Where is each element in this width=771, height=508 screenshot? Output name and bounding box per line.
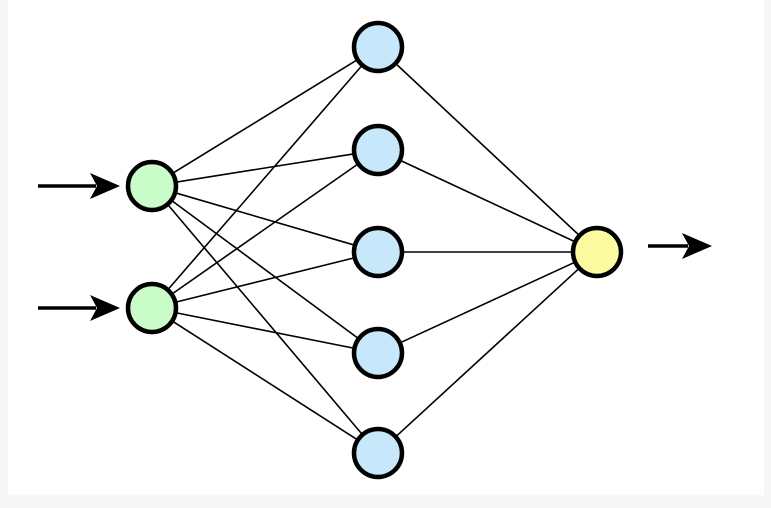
edge-i1-to-h4: [169, 198, 361, 341]
edge-i1-to-h2: [174, 152, 356, 184]
edge-h1-to-o1: [393, 61, 582, 238]
hidden-node-5[interactable]: [351, 426, 405, 480]
output-node-1[interactable]: [570, 225, 624, 279]
edge-i2-to-h5: [170, 319, 360, 442]
input-arrow-1-head-icon: [90, 173, 120, 199]
edge-i2-to-h3: [173, 256, 357, 304]
edge-i2-to-h1: [166, 63, 364, 292]
input-arrow-1: [38, 173, 120, 199]
hidden-node-3[interactable]: [351, 225, 405, 279]
edge-i2-to-h2: [169, 162, 361, 296]
edge-i1-to-h1: [170, 58, 360, 175]
input-node-2[interactable]: [125, 281, 179, 335]
nodes-group: [125, 20, 624, 480]
hidden-node-1[interactable]: [351, 20, 405, 74]
hidden-node-2[interactable]: [351, 123, 405, 177]
input-node-1[interactable]: [125, 159, 179, 213]
edge-h4-to-o1: [398, 260, 577, 345]
arrows-group: [38, 173, 712, 321]
output-arrow-1-head-icon: [682, 233, 712, 259]
edges-group: [165, 58, 582, 442]
edge-i2-to-h4: [173, 311, 357, 350]
edge-h5-to-o1: [394, 266, 581, 439]
edge-i1-to-h5: [165, 202, 365, 437]
output-arrow-1: [648, 233, 712, 259]
edge-i1-to-h3: [173, 191, 357, 247]
input-arrow-2: [38, 295, 120, 321]
input-arrow-2-head-icon: [90, 295, 120, 321]
edge-h2-to-o1: [398, 158, 577, 244]
hidden-node-4[interactable]: [351, 326, 405, 380]
